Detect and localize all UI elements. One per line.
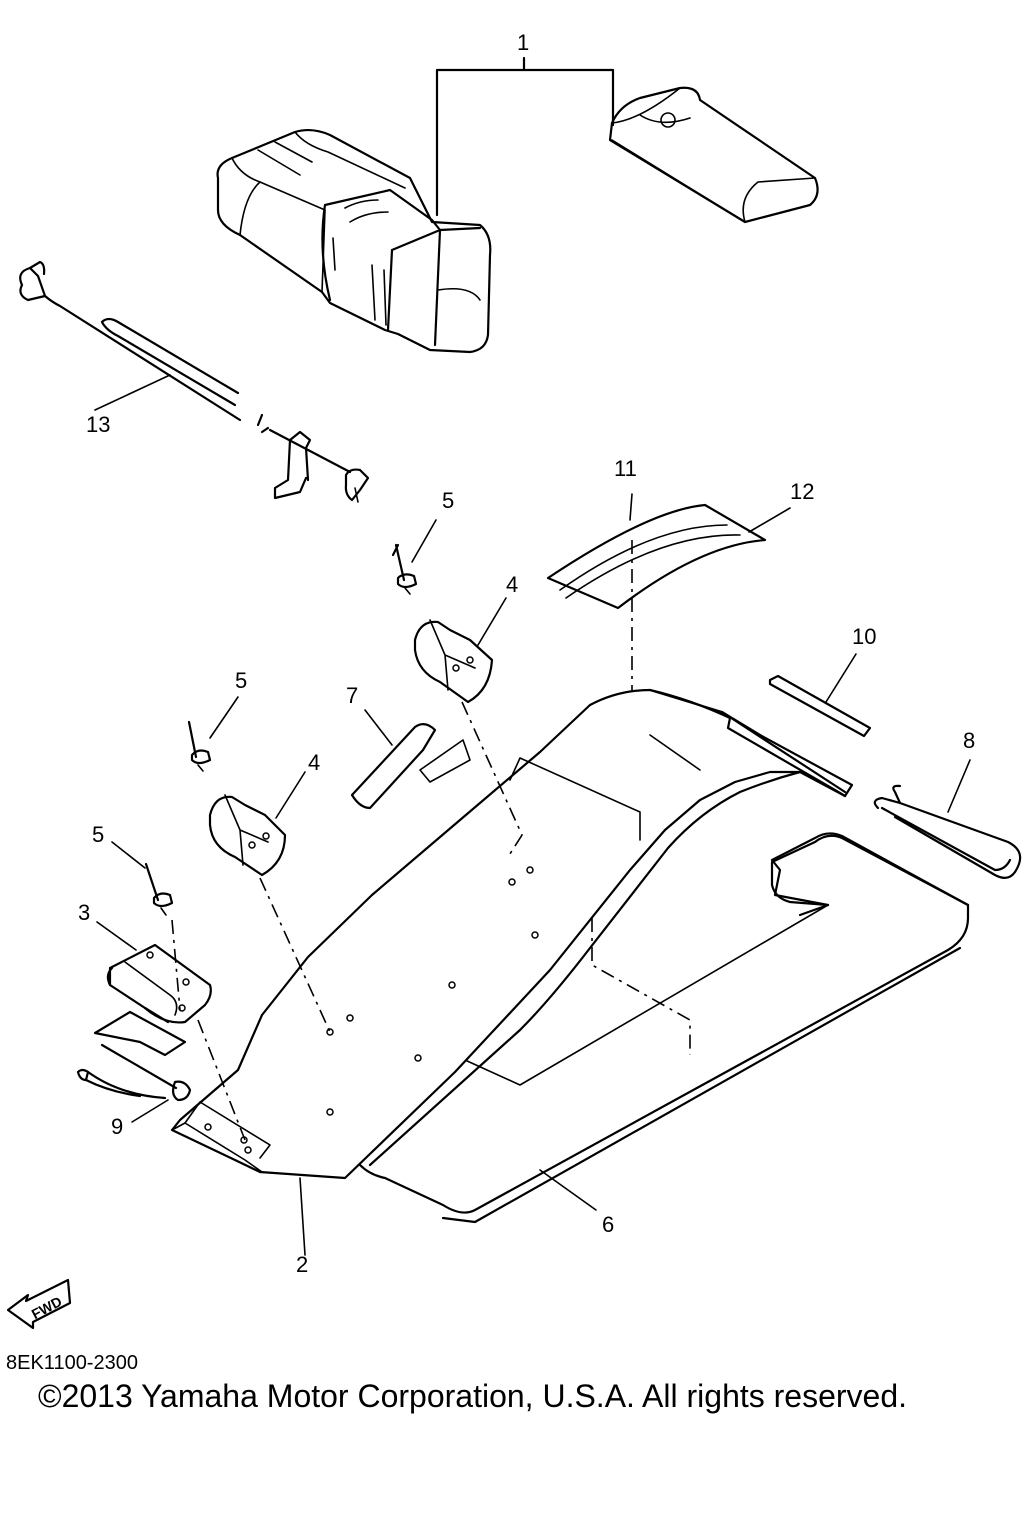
bracket-lower <box>208 771 331 1033</box>
callout-1: 1 <box>517 30 529 55</box>
callout-4-upper: 4 <box>506 572 518 597</box>
hinge-pin <box>76 1043 192 1123</box>
rubber-bar <box>768 653 872 738</box>
callout-13: 13 <box>86 412 110 437</box>
callout-3: 3 <box>78 900 90 925</box>
rivet-upper <box>391 519 437 595</box>
storage-bag-rolled <box>216 128 492 354</box>
copyright-notice: ©2013 Yamaha Motor Corporation, U.S.A. A… <box>38 1378 908 1414</box>
callout-5-upper: 5 <box>442 488 454 513</box>
decal-strip <box>546 493 791 734</box>
callout-bracket-1 <box>435 56 615 217</box>
hinge-plate <box>93 919 246 1141</box>
callout-8: 8 <box>963 728 975 753</box>
callout-6: 6 <box>602 1212 614 1237</box>
rivet-middle <box>187 696 239 772</box>
lanyard-cord <box>19 260 370 503</box>
callout-11: 11 <box>614 456 637 481</box>
rivet-lower <box>111 841 174 916</box>
callout-10: 10 <box>852 624 876 649</box>
decal-label <box>350 709 471 810</box>
fwd-arrow: FWD <box>6 1278 72 1330</box>
seat-base-pad <box>358 832 970 1224</box>
callout-5-lower: 5 <box>92 822 104 847</box>
part-code: 8EK1100-2300 <box>6 1352 138 1374</box>
bracket-upper <box>413 597 523 858</box>
callout-9: 9 <box>111 1114 123 1139</box>
hook-wire <box>873 759 1022 879</box>
seat-plate <box>170 688 854 1256</box>
callout-4-lower: 4 <box>308 750 320 775</box>
storage-pouch <box>608 86 819 224</box>
callout-7: 7 <box>346 683 358 708</box>
callout-12: 12 <box>790 479 814 504</box>
callout-5-middle: 5 <box>235 668 247 693</box>
callout-2: 2 <box>296 1252 308 1277</box>
